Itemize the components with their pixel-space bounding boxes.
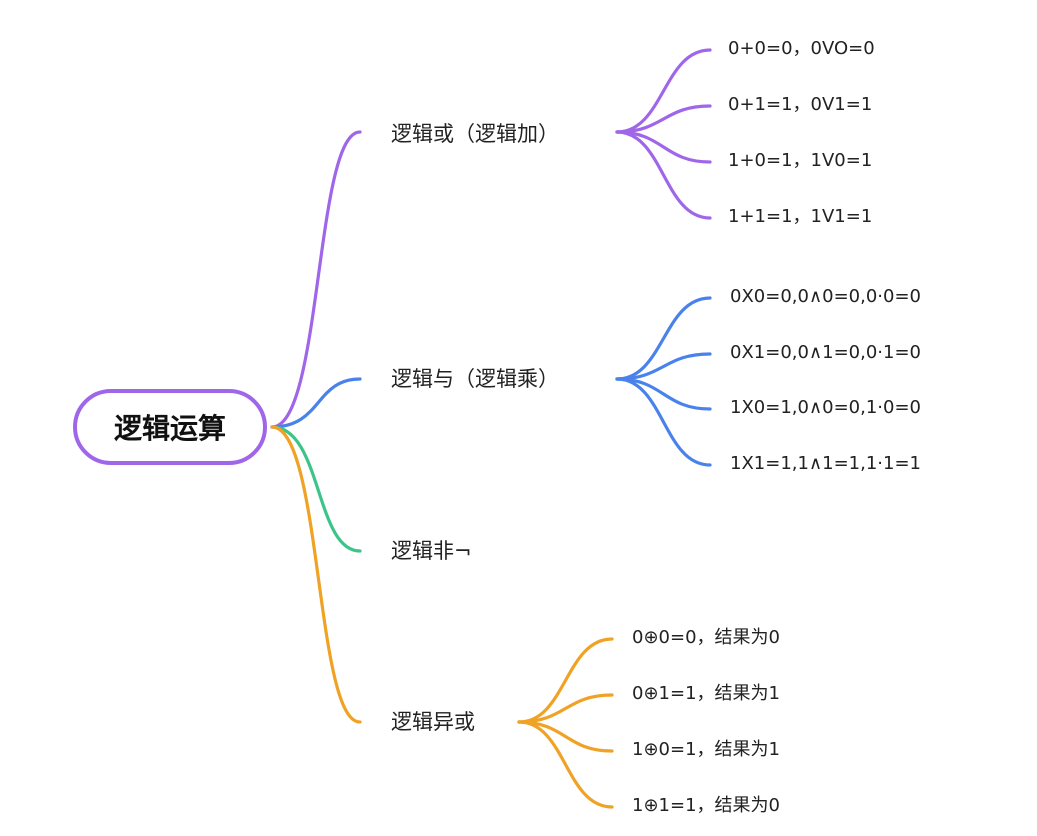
branch-label: 逻辑或（逻辑加） xyxy=(391,122,559,146)
leaf-node[interactable]: 1X0=1,0∧0=0,1·0=0 xyxy=(730,399,921,417)
leaf-connector xyxy=(615,48,712,134)
leaf-label: 0X0=0,0∧0=0,0·0=0 xyxy=(730,286,921,307)
leaf-node[interactable]: 0+1=1，0V1=1 xyxy=(728,96,872,114)
leaf-connector xyxy=(615,130,712,220)
branch-connector xyxy=(270,425,362,553)
leaf-node[interactable]: 0X1=0,0∧1=0,0·1=0 xyxy=(730,344,921,362)
leaf-node[interactable]: 1⊕1=1，结果为0 xyxy=(632,797,780,815)
leaf-connector xyxy=(615,377,712,411)
leaf-node[interactable]: 0X0=0,0∧0=0,0·0=0 xyxy=(730,288,921,306)
leaf-label: 1⊕0=1，结果为1 xyxy=(632,739,780,760)
branch-logical-and[interactable]: 逻辑与（逻辑乘） xyxy=(391,369,559,390)
root-node[interactable]: 逻辑运算 xyxy=(73,389,267,465)
leaf-node[interactable]: 0⊕0=0，结果为0 xyxy=(632,629,780,647)
leaf-connector xyxy=(517,720,614,753)
leaf-node[interactable]: 1⊕0=1，结果为1 xyxy=(632,741,780,759)
branch-connector xyxy=(270,377,362,429)
root-label: 逻辑运算 xyxy=(113,412,226,445)
leaf-connector xyxy=(615,130,712,164)
leaf-label: 0X1=0,0∧1=0,0·1=0 xyxy=(730,342,921,363)
leaf-label: 0⊕1=1，结果为1 xyxy=(632,683,780,704)
leaf-label: 0⊕0=0，结果为0 xyxy=(632,627,780,648)
leaf-node[interactable]: 0+0=0，0VO=0 xyxy=(728,40,875,58)
leaf-connector xyxy=(517,693,614,724)
leaf-label: 1+0=1，1V0=1 xyxy=(728,150,873,171)
leaf-label: 1+1=1，1V1=1 xyxy=(728,206,873,227)
leaf-connector xyxy=(517,637,614,724)
leaf-connector xyxy=(517,720,614,809)
leaf-label: 1⊕1=1，结果为0 xyxy=(632,795,780,816)
leaf-node[interactable]: 0⊕1=1，结果为1 xyxy=(632,685,780,703)
leaf-connector xyxy=(615,377,712,467)
branch-connector xyxy=(270,425,362,724)
leaf-connector xyxy=(615,104,712,134)
leaf-node[interactable]: 1X1=1,1∧1=1,1·1=1 xyxy=(730,455,921,473)
leaf-label: 1X1=1,1∧1=1,1·1=1 xyxy=(730,453,921,474)
branch-label: 逻辑异或 xyxy=(391,710,475,734)
leaf-label: 1X0=1,0∧0=0,1·0=0 xyxy=(730,397,921,418)
branch-logical-xor[interactable]: 逻辑异或 xyxy=(391,712,475,733)
branch-logical-or[interactable]: 逻辑或（逻辑加） xyxy=(391,124,559,145)
leaf-connector xyxy=(615,296,712,381)
leaf-label: 0+0=0，0VO=0 xyxy=(728,38,875,59)
branch-connector xyxy=(270,130,362,429)
connector-lines xyxy=(270,48,712,809)
leaf-node[interactable]: 1+1=1，1V1=1 xyxy=(728,208,872,226)
leaf-node[interactable]: 1+0=1，1V0=1 xyxy=(728,152,872,170)
leaf-connector xyxy=(615,352,712,381)
branch-logical-not[interactable]: 逻辑非¬ xyxy=(391,541,472,562)
leaf-label: 0+1=1，0V1=1 xyxy=(728,94,873,115)
branch-label: 逻辑非¬ xyxy=(391,539,472,563)
branch-label: 逻辑与（逻辑乘） xyxy=(391,367,559,391)
